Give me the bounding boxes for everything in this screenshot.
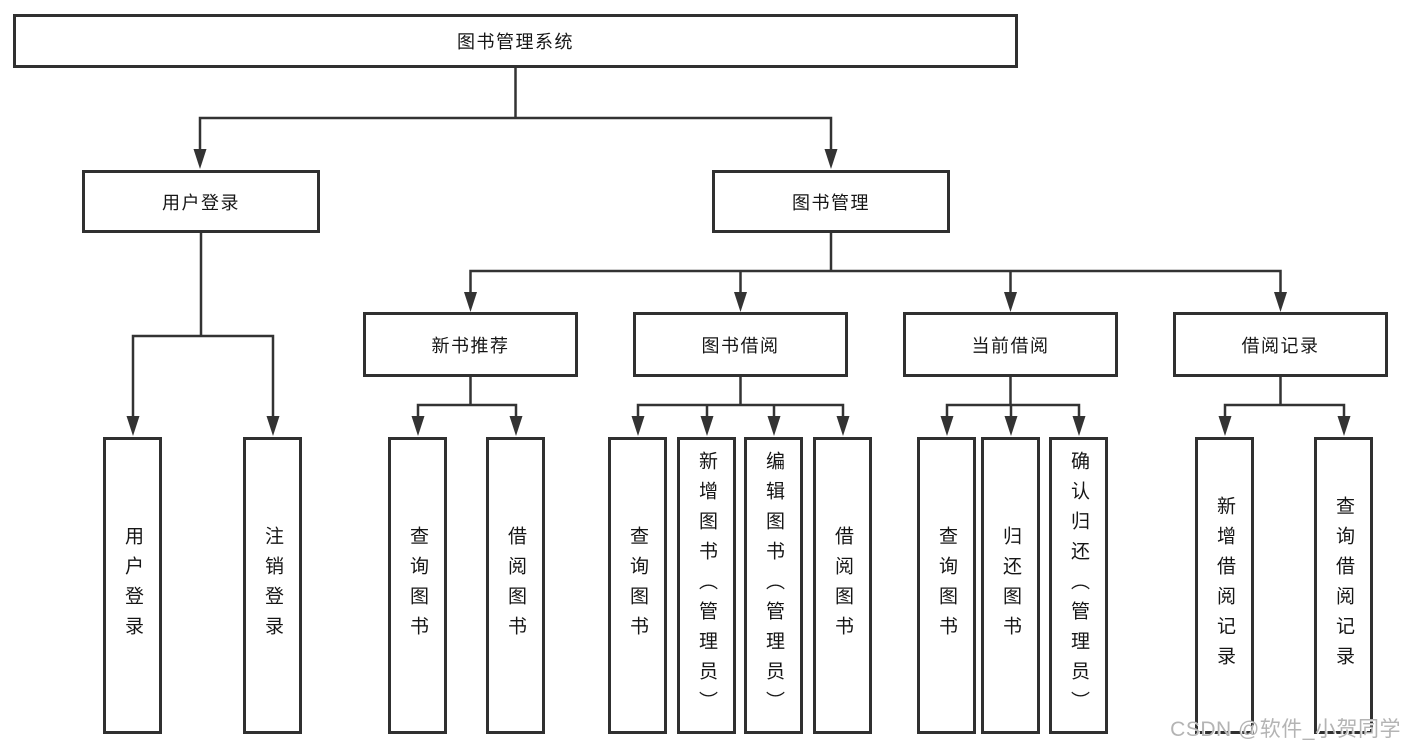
node-label: 查询图书 (407, 525, 428, 646)
node-label: 当前借阅 (971, 335, 1050, 356)
node-confirm-return-admin: 确认归还（管理员） (1049, 437, 1108, 734)
node-borrow-books-borrowing: 借阅图书 (813, 437, 872, 734)
arrowheads (126, 149, 1351, 436)
node-label: 图书管理系统 (457, 32, 574, 52)
node-logout-action: 注销登录 (243, 437, 302, 734)
node-label: 注销登录 (262, 525, 283, 646)
node-label: 图书借阅 (701, 335, 780, 356)
node-label: 用户登录 (162, 192, 240, 213)
node-label: 新书推荐 (431, 335, 510, 356)
node-label: 借阅图书 (832, 525, 853, 646)
node-borrow-books-recommend: 借阅图书 (486, 437, 545, 734)
node-edit-book-admin: 编辑图书（管理员） (744, 437, 803, 734)
node-user-login-action: 用户登录 (103, 437, 162, 734)
node-book-borrowing: 图书借阅 (633, 312, 848, 377)
node-label: 确认归还（管理员） (1068, 450, 1089, 721)
node-current-borrowing: 当前借阅 (903, 312, 1118, 377)
csdn-watermark: CSDN @软件_小贺同学 (1170, 718, 1401, 741)
node-label: 借阅图书 (505, 525, 526, 646)
node-library-system: 图书管理系统 (13, 14, 1018, 68)
node-label: 用户登录 (122, 525, 143, 646)
node-label: 新增借阅记录 (1214, 495, 1235, 676)
node-book-management: 图书管理 (712, 170, 950, 233)
node-query-books-recommend: 查询图书 (388, 437, 447, 734)
node-label: 编辑图书（管理员） (763, 450, 784, 721)
node-label: 查询借阅记录 (1333, 495, 1354, 676)
node-return-books: 归还图书 (981, 437, 1040, 734)
node-label: 查询图书 (627, 525, 648, 646)
node-label: 归还图书 (1000, 525, 1021, 646)
node-label: 图书管理 (792, 192, 870, 213)
node-query-books-current: 查询图书 (917, 437, 976, 734)
node-label: 新增图书（管理员） (696, 450, 717, 721)
node-query-borrow-record: 查询借阅记录 (1314, 437, 1373, 734)
node-query-books-borrowing: 查询图书 (608, 437, 667, 734)
node-borrowing-records: 借阅记录 (1173, 312, 1388, 377)
node-new-book-recommendation: 新书推荐 (363, 312, 578, 377)
node-user-login: 用户登录 (82, 170, 320, 233)
node-add-borrow-record: 新增借阅记录 (1195, 437, 1254, 734)
node-label: 借阅记录 (1241, 335, 1320, 356)
node-label: 查询图书 (936, 525, 957, 646)
node-add-book-admin: 新增图书（管理员） (677, 437, 736, 734)
